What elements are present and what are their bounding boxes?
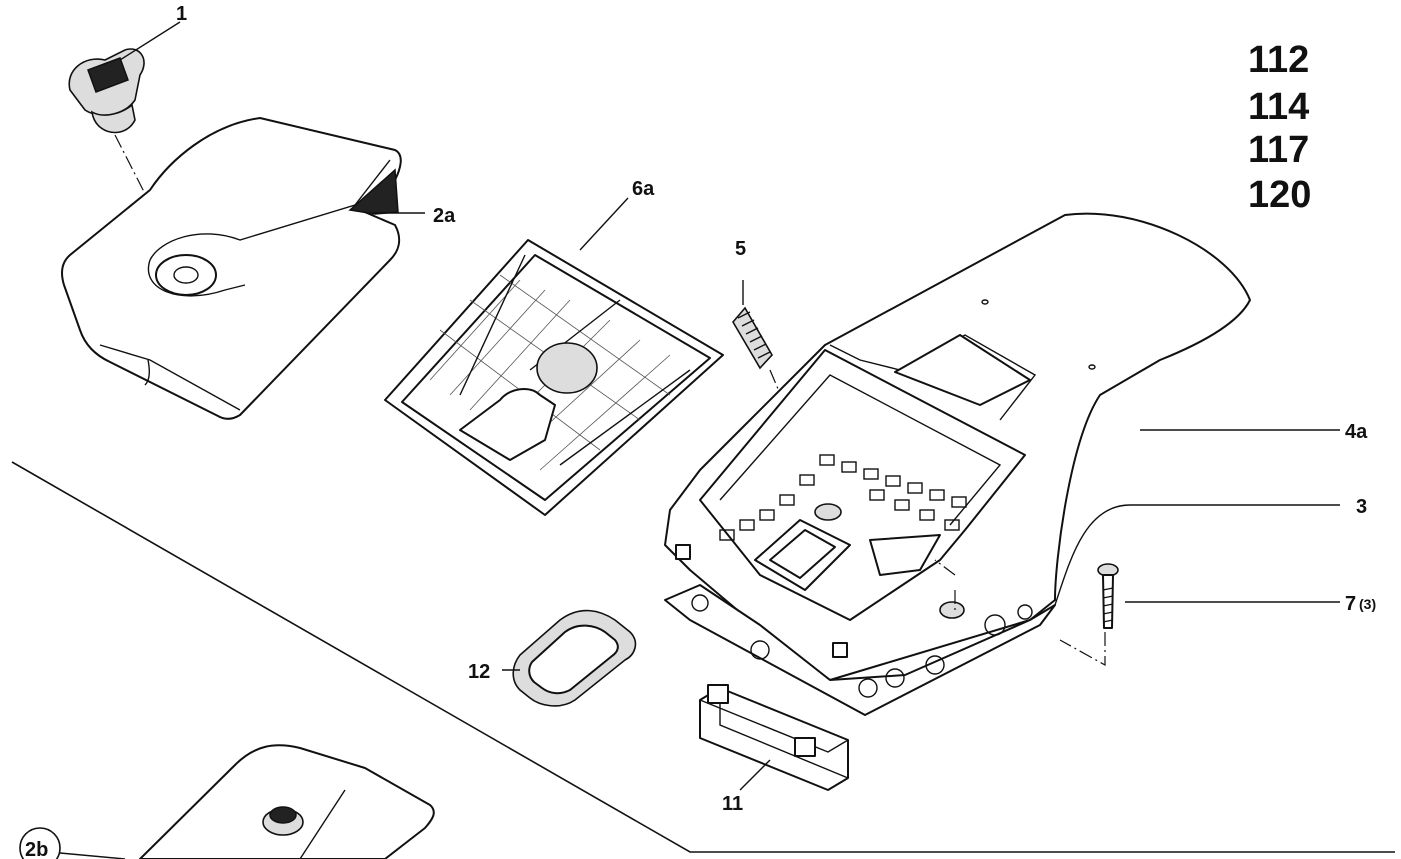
callout-12: 12	[468, 661, 490, 683]
callout-3: 3	[1356, 496, 1367, 518]
callout-2b: 2b	[25, 839, 48, 859]
model-number-112: 112	[1248, 39, 1309, 81]
callout-5: 5	[735, 238, 746, 260]
part-2a-filter-cover	[61, 117, 402, 420]
part-6a-air-filter	[384, 239, 724, 516]
callout-6a: 6a	[632, 178, 655, 200]
leader-lines	[59, 21, 744, 859]
callout-1: 1	[176, 3, 187, 25]
part-5-spring	[732, 306, 826, 501]
section-boundary-line	[11, 461, 1395, 853]
model-number-120: 120	[1248, 174, 1311, 216]
callout-4a: 4a	[1345, 421, 1368, 443]
model-number-117: 117	[1248, 129, 1309, 171]
part-12-gasket	[512, 609, 637, 707]
callout-2a: 2a	[433, 205, 456, 227]
part-7-screw	[934, 559, 1340, 667]
part-3-base-plate	[664, 504, 1340, 716]
part-11-bracket	[699, 684, 849, 791]
part-1-knob	[68, 48, 186, 273]
part-4a-housing	[664, 212, 1340, 681]
part-2b-alt-cover	[139, 744, 435, 859]
callout-2b-circled: 2b	[19, 827, 61, 859]
model-number-114: 114	[1248, 86, 1309, 128]
model-number-list: 112 114 117 120	[1248, 39, 1311, 216]
callout-7: 7	[1345, 593, 1356, 615]
callout-7-quantity: (3)	[1359, 596, 1376, 612]
callout-11: 11	[722, 793, 743, 815]
